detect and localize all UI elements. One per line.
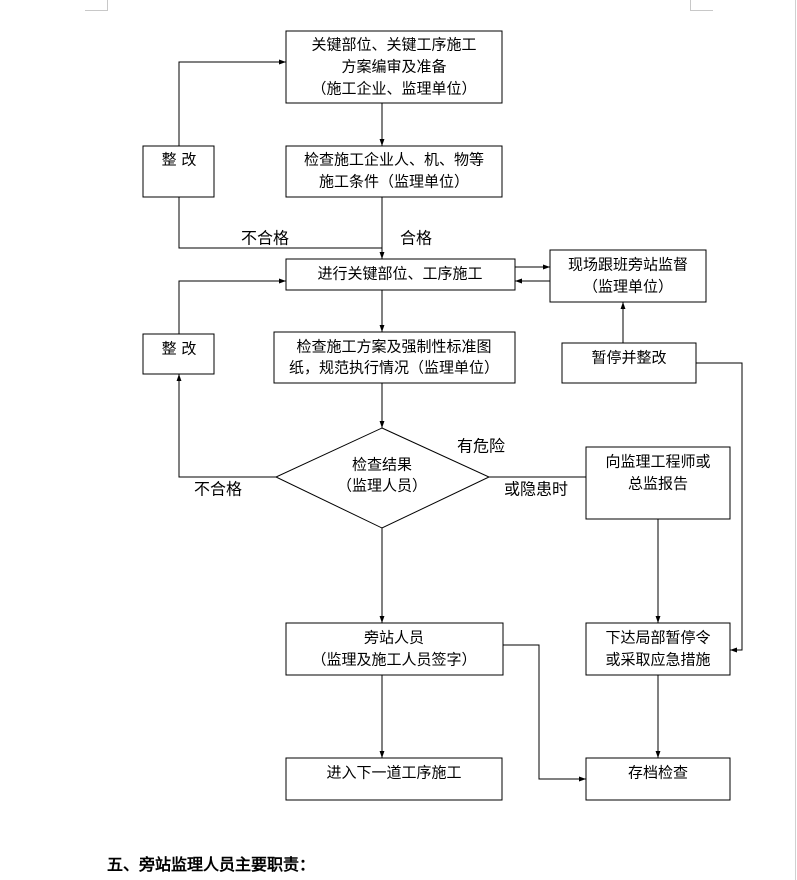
node-construct: 进行关键部位、工序施工 <box>285 258 516 291</box>
node-text: 整 改 <box>162 151 197 169</box>
edge-label-fail-1: 不合格 <box>241 229 289 248</box>
page-corner-mark-right <box>690 0 713 11</box>
node-text: 检查施工方案及强制性标准图 <box>296 338 491 356</box>
node-text: 存档检查 <box>628 764 688 782</box>
node-report: 向监理工程师或 总监报告 <box>585 446 731 520</box>
node-text: （监理单位） <box>583 278 673 296</box>
node-text: 现场跟班旁站监督 <box>568 256 688 274</box>
node-plan: 关键部位、关键工序施工 方案编审及准备 （施工企业、监理单位） <box>285 30 503 104</box>
node-text: 进入下一道工序施工 <box>326 764 461 782</box>
node-text: （监理及施工人员签字） <box>311 651 476 669</box>
node-archive: 存档检查 <box>585 757 731 801</box>
edge-rectify2-to-construct <box>178 278 286 334</box>
node-check-conditions: 检查施工企业人、机、物等 施工条件（监理单位） <box>285 145 503 198</box>
node-text: 或采取应急措施 <box>605 651 710 669</box>
edge-label-fail-2: 不合格 <box>194 480 242 499</box>
node-text: 整 改 <box>162 340 197 358</box>
node-text: 施工条件（监理单位） <box>319 173 469 191</box>
node-text: 检查结果 <box>352 456 412 474</box>
edge-label-danger-1: 有危险 <box>457 437 505 456</box>
node-rectify-1: 整 改 <box>142 145 215 198</box>
node-text: 方案编审及准备 <box>341 58 446 76</box>
node-text: 暂停并整改 <box>591 349 666 367</box>
node-next: 进入下一道工序施工 <box>285 757 503 801</box>
edge-label-pass-1: 合格 <box>400 229 432 248</box>
node-text: （施工企业、监理单位） <box>311 80 476 98</box>
node-suspend: 暂停并整改 <box>561 342 697 384</box>
node-text: 下达局部暂停令 <box>605 629 710 647</box>
node-order: 下达局部暂停令 或采取应急措施 <box>585 622 731 676</box>
page-edge <box>795 0 796 880</box>
node-supervise: 现场跟班旁站监督 （监理单位） <box>549 249 707 303</box>
node-text: 纸，规范执行情况（监理单位） <box>289 359 499 377</box>
node-text: 总监报告 <box>628 475 688 493</box>
page-corner-mark-left <box>85 0 108 11</box>
connectors <box>176 59 743 782</box>
edge-sign-to-archive <box>503 644 586 782</box>
edge-suspend-to-order <box>696 362 743 653</box>
node-text: （监理人员） <box>337 477 427 495</box>
node-text: 旁站人员 <box>364 629 424 647</box>
node-check-plan: 检查施工方案及强制性标准图 纸，规范执行情况（监理单位） <box>273 331 516 384</box>
edge-rectify1-to-plan <box>178 59 286 146</box>
supervision-flowchart: 关键部位、关键工序施工 方案编审及准备 （施工企业、监理单位） 检查施工企业人、… <box>142 30 743 801</box>
node-result-decision: 检查结果 （监理人员） <box>274 427 491 529</box>
node-text: 关键部位、关键工序施工 <box>311 36 476 54</box>
node-rectify-2: 整 改 <box>142 333 215 375</box>
edge-label-danger-2: 或隐患时 <box>504 480 568 499</box>
node-text: 进行关键部位、工序施工 <box>317 265 482 283</box>
section-title: 五、旁站监理人员主要职责： <box>107 855 316 874</box>
node-text: 向监理工程师或 <box>605 453 710 471</box>
edge-fail1-to-rectify1 <box>178 197 382 249</box>
node-sign: 旁站人员 （监理及施工人员签字） <box>285 622 504 676</box>
edge-result-to-rectify2 <box>176 374 276 478</box>
node-text: 检查施工企业人、机、物等 <box>304 151 484 169</box>
